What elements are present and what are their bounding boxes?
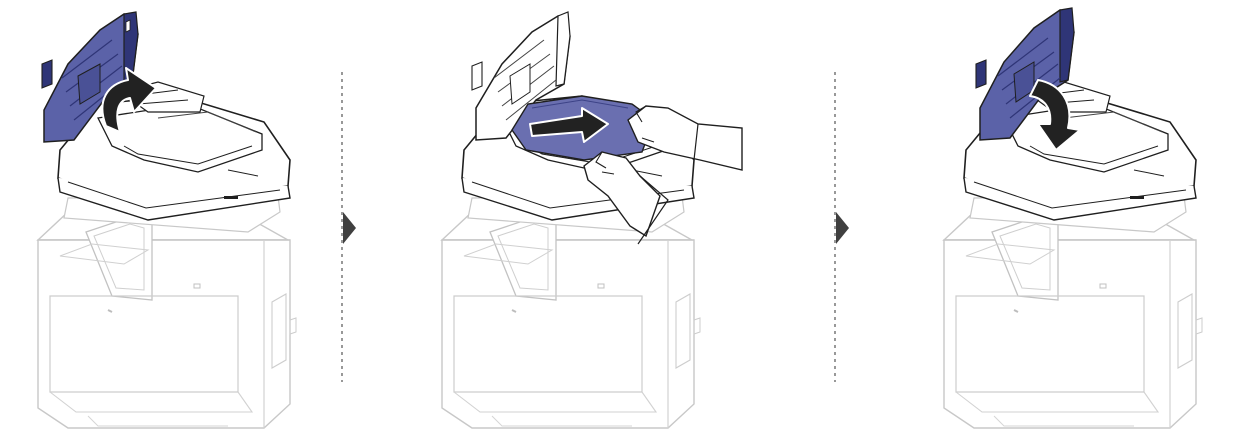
printer-illustration-1: [38, 12, 296, 428]
step-arrow-icon: [836, 212, 849, 244]
step-arrow-icon: [343, 212, 356, 244]
step-1-panel: [38, 12, 296, 428]
printer-illustration-3: [944, 8, 1202, 428]
step-3-panel: [944, 8, 1202, 428]
step-2-panel: [442, 12, 742, 428]
printer-illustration-2: [442, 12, 742, 428]
